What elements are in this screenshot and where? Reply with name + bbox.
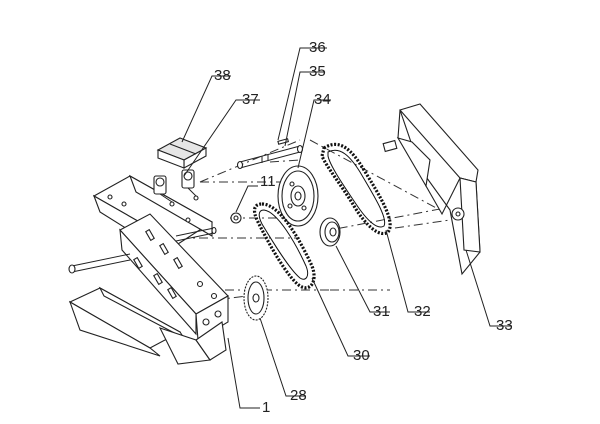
v-belt-part-32	[320, 142, 392, 236]
callout-30: 30	[353, 347, 370, 364]
frame-slots	[133, 228, 183, 300]
callout-11: 11	[260, 173, 276, 190]
callout-34: 34	[314, 91, 331, 108]
callout-1: 1	[262, 399, 270, 416]
callout-36: 36	[309, 39, 326, 56]
sprocket-hub-part-11	[230, 212, 242, 224]
callout-31: 31	[373, 303, 390, 320]
small-pulley-part-31	[319, 217, 341, 247]
callout-38: 38	[214, 67, 231, 84]
chain-part-30	[252, 202, 316, 290]
cover-plate-part-38	[156, 137, 208, 169]
large-pulley-part-34	[277, 165, 319, 227]
callout-28: 28	[290, 387, 307, 404]
alignment-lines	[180, 139, 451, 301]
shaft-part-36	[236, 144, 304, 170]
callout-35: 35	[309, 63, 326, 80]
callout-33: 33	[496, 317, 513, 334]
callout-32: 32	[414, 303, 431, 320]
base-frame-part-1	[68, 174, 229, 365]
belt-guard-part-33	[382, 103, 481, 276]
sprocket-part-28	[243, 275, 269, 321]
callout-37: 37	[242, 91, 259, 108]
callout-labels: 36 35 34 38 37 11 31 32 33 30 28 1	[214, 39, 513, 416]
leader-lines	[181, 47, 512, 409]
